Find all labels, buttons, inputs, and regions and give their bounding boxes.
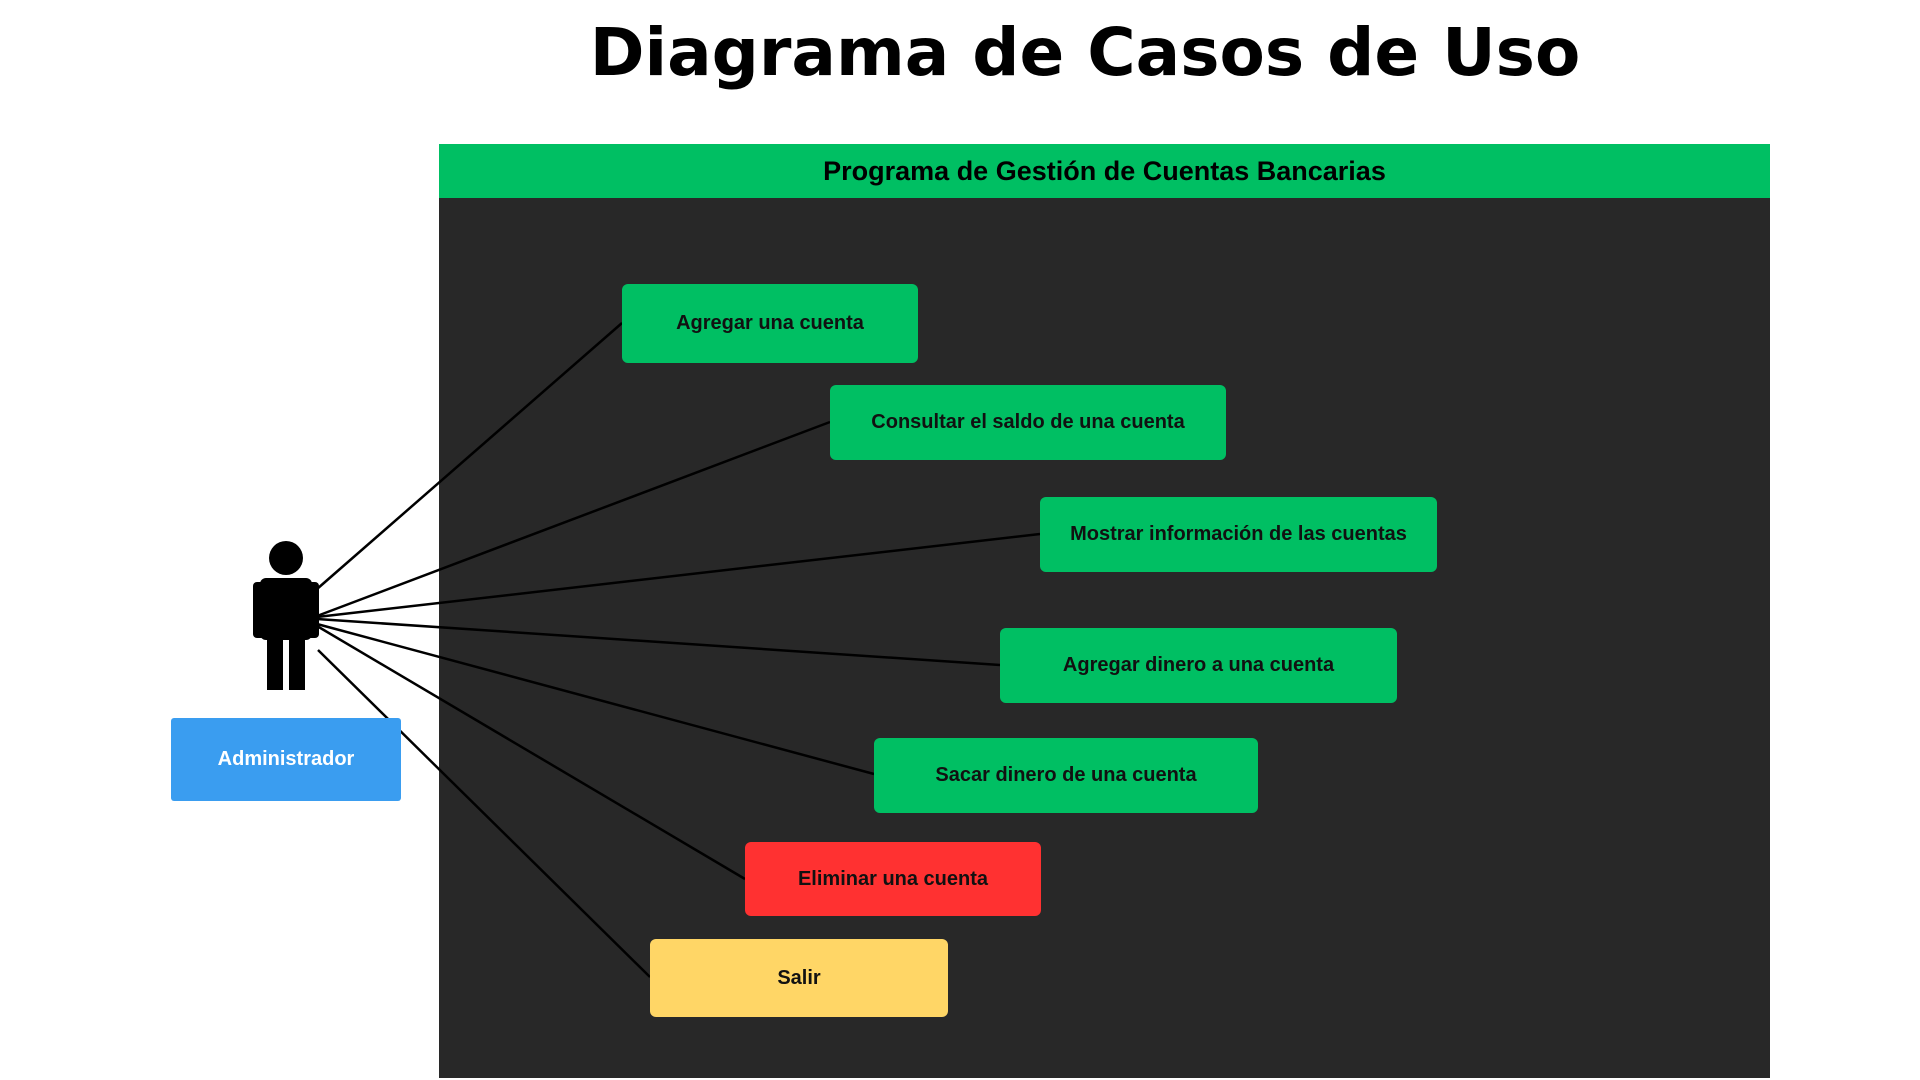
use-case-salir[interactable]: Salir xyxy=(650,939,948,1017)
use-case-label: Salir xyxy=(777,966,821,989)
use-case-label: Agregar dinero a una cuenta xyxy=(1062,654,1335,676)
use-case-label: Agregar una cuenta xyxy=(676,312,864,334)
use-case-agregar-dinero[interactable]: Agregar dinero a una cuenta xyxy=(1000,628,1397,703)
use-case-label: Sacar dinero de una cuenta xyxy=(935,764,1197,786)
use-case-label: Consultar el saldo de una cuenta xyxy=(871,411,1185,433)
use-case-agregar-cuenta[interactable]: Agregar una cuenta xyxy=(622,284,918,363)
use-case-label: Mostrar información de las cuentas xyxy=(1070,523,1407,545)
use-case-eliminar-cuenta[interactable]: Eliminar una cuenta xyxy=(745,842,1041,916)
diagram-title: Diagrama de Casos de Uso xyxy=(589,14,1581,91)
actor-label[interactable]: Administrador xyxy=(171,718,401,801)
person-icon xyxy=(253,541,319,690)
use-case-mostrar-informacion[interactable]: Mostrar información de las cuentas xyxy=(1040,497,1437,572)
system-name: Programa de Gestión de Cuentas Bancarias xyxy=(439,144,1770,198)
actor-label-text: Administrador xyxy=(217,748,355,770)
use-case-label: Eliminar una cuenta xyxy=(797,867,989,890)
use-case-sacar-dinero[interactable]: Sacar dinero de una cuenta xyxy=(874,738,1258,813)
use-case-consultar-saldo[interactable]: Consultar el saldo de una cuenta xyxy=(830,385,1226,460)
